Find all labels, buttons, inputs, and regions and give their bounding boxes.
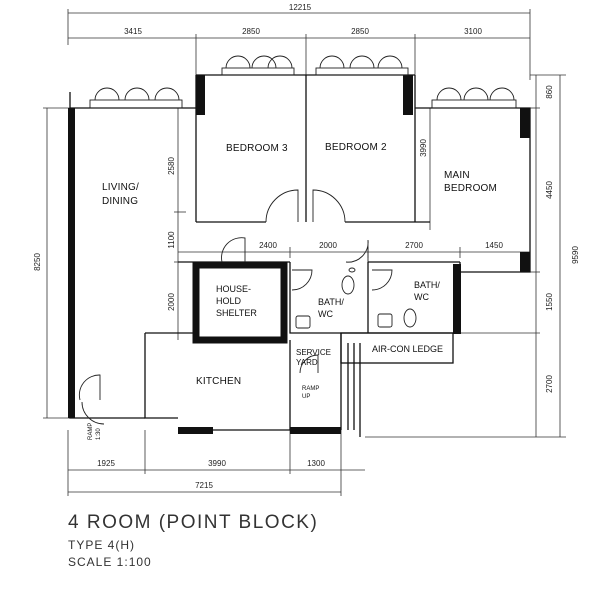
wall-thick-pier — [520, 108, 530, 138]
plan-title: 4 ROOM (POINT BLOCK) — [68, 512, 319, 533]
label-service-1: SERVICE — [296, 348, 331, 357]
door-shelter — [221, 237, 246, 263]
dim-right-seg-2: 4450 — [545, 181, 554, 199]
shelter-walls — [192, 261, 288, 344]
dim-left-total: 8250 — [33, 253, 42, 271]
label-bedroom3: BEDROOM 3 — [226, 143, 288, 154]
label-bath2-1: BATH/ — [414, 280, 440, 290]
label-kitchen: KITCHEN — [196, 376, 241, 387]
basin-bath2 — [377, 313, 393, 328]
dim-top-seg-4: 3100 — [464, 27, 482, 36]
plan-scale: SCALE 1:100 — [68, 555, 152, 569]
wall-thick-service — [290, 427, 341, 434]
door-service-yard — [299, 354, 319, 374]
label-ramp-up-1: RAMP — [302, 386, 319, 392]
fixtures — [295, 267, 417, 329]
window-main-bedroom-swing — [436, 87, 515, 101]
window-bedroom2-swing — [319, 55, 403, 69]
door-bedroom2 — [312, 189, 346, 223]
label-aircon-ledge: AIR-CON LEDGE — [372, 344, 443, 354]
label-shelter-3: SHELTER — [216, 308, 257, 318]
doors — [78, 189, 393, 425]
basin-bath1 — [295, 315, 311, 329]
label-bedroom2: BEDROOM 2 — [325, 142, 387, 153]
dim-mid-4: 1450 — [485, 241, 503, 250]
toilet-bath2 — [403, 308, 417, 328]
wall-baths — [289, 262, 461, 334]
label-main-bedroom-2: BEDROOM — [444, 183, 497, 194]
dim-bottom-seg-3: 1300 — [307, 459, 325, 468]
dim-mid-2: 2000 — [319, 241, 337, 250]
dim-top-total: 12215 — [289, 3, 312, 12]
label-shelter-2: HOLD — [216, 296, 242, 306]
wall-kitchen-west — [144, 333, 178, 419]
label-ramp-entry-2: 1:30 — [96, 428, 102, 440]
dim-right-seg-3: 1550 — [545, 293, 554, 311]
wall-thick-pier — [196, 75, 205, 115]
wall-thick-pier — [520, 252, 530, 272]
thick-walls — [68, 75, 530, 434]
dim-mid-1: 2400 — [259, 241, 277, 250]
dim-top-seg-3: 2850 — [351, 27, 369, 36]
window-living-swing — [94, 87, 180, 101]
door-main-entrance-leaf — [81, 401, 105, 425]
shower-bath1 — [348, 267, 356, 273]
label-living-1: LIVING/ — [102, 182, 139, 193]
plan-type: TYPE 4(H) — [68, 538, 136, 552]
wall-living-west — [69, 108, 145, 419]
toilet-bath1 — [341, 275, 355, 295]
wall-thick-pier — [403, 75, 413, 115]
label-living-2: DINING — [102, 196, 138, 207]
windows — [89, 55, 517, 109]
dim-main-bedroom: 3990 — [419, 139, 428, 157]
door-bedroom3 — [265, 189, 299, 223]
dim-top-seg-2: 2850 — [242, 27, 260, 36]
wall-thick-kitchen — [178, 427, 213, 434]
label-bath2-2: WC — [414, 292, 429, 302]
dim-top-seg-1: 3415 — [124, 27, 142, 36]
dim-right-seg-4: 2700 — [545, 375, 554, 393]
label-bath1-1: BATH/ — [318, 297, 344, 307]
door-main-entrance — [78, 374, 101, 401]
dim-inner-1: 2580 — [167, 157, 176, 175]
window-main-bedroom — [431, 99, 517, 109]
dim-inner-2: 1100 — [167, 231, 176, 249]
wall-thick-bath — [453, 264, 461, 334]
dim-bottom-total: 7215 — [195, 481, 213, 490]
window-living — [89, 99, 183, 109]
window-bedroom2 — [315, 67, 409, 76]
door-corridor — [345, 239, 369, 263]
label-ramp-up-2: UP — [302, 394, 310, 400]
dim-bottom-seg-1: 1925 — [97, 459, 115, 468]
dim-mid-3: 2700 — [405, 241, 423, 250]
label-service-2: YARD — [296, 358, 318, 367]
label-ramp-entry-1: RAMP — [88, 423, 94, 440]
dim-right-seg-1: 860 — [545, 85, 554, 99]
walls — [69, 74, 531, 437]
window-bedroom3-swing — [225, 55, 293, 69]
door-bath1 — [291, 269, 313, 291]
dim-inner-3: 2000 — [167, 293, 176, 311]
label-shelter-1: HOUSE- — [216, 284, 251, 294]
window-bedroom3 — [221, 67, 295, 76]
wall-thick-living — [68, 108, 75, 418]
label-bath1-2: WC — [318, 309, 333, 319]
dim-bottom-seg-2: 3990 — [208, 459, 226, 468]
label-main-bedroom-1: MAIN — [444, 170, 470, 181]
dim-right-total: 9590 — [571, 246, 580, 264]
door-bath2 — [371, 269, 393, 291]
